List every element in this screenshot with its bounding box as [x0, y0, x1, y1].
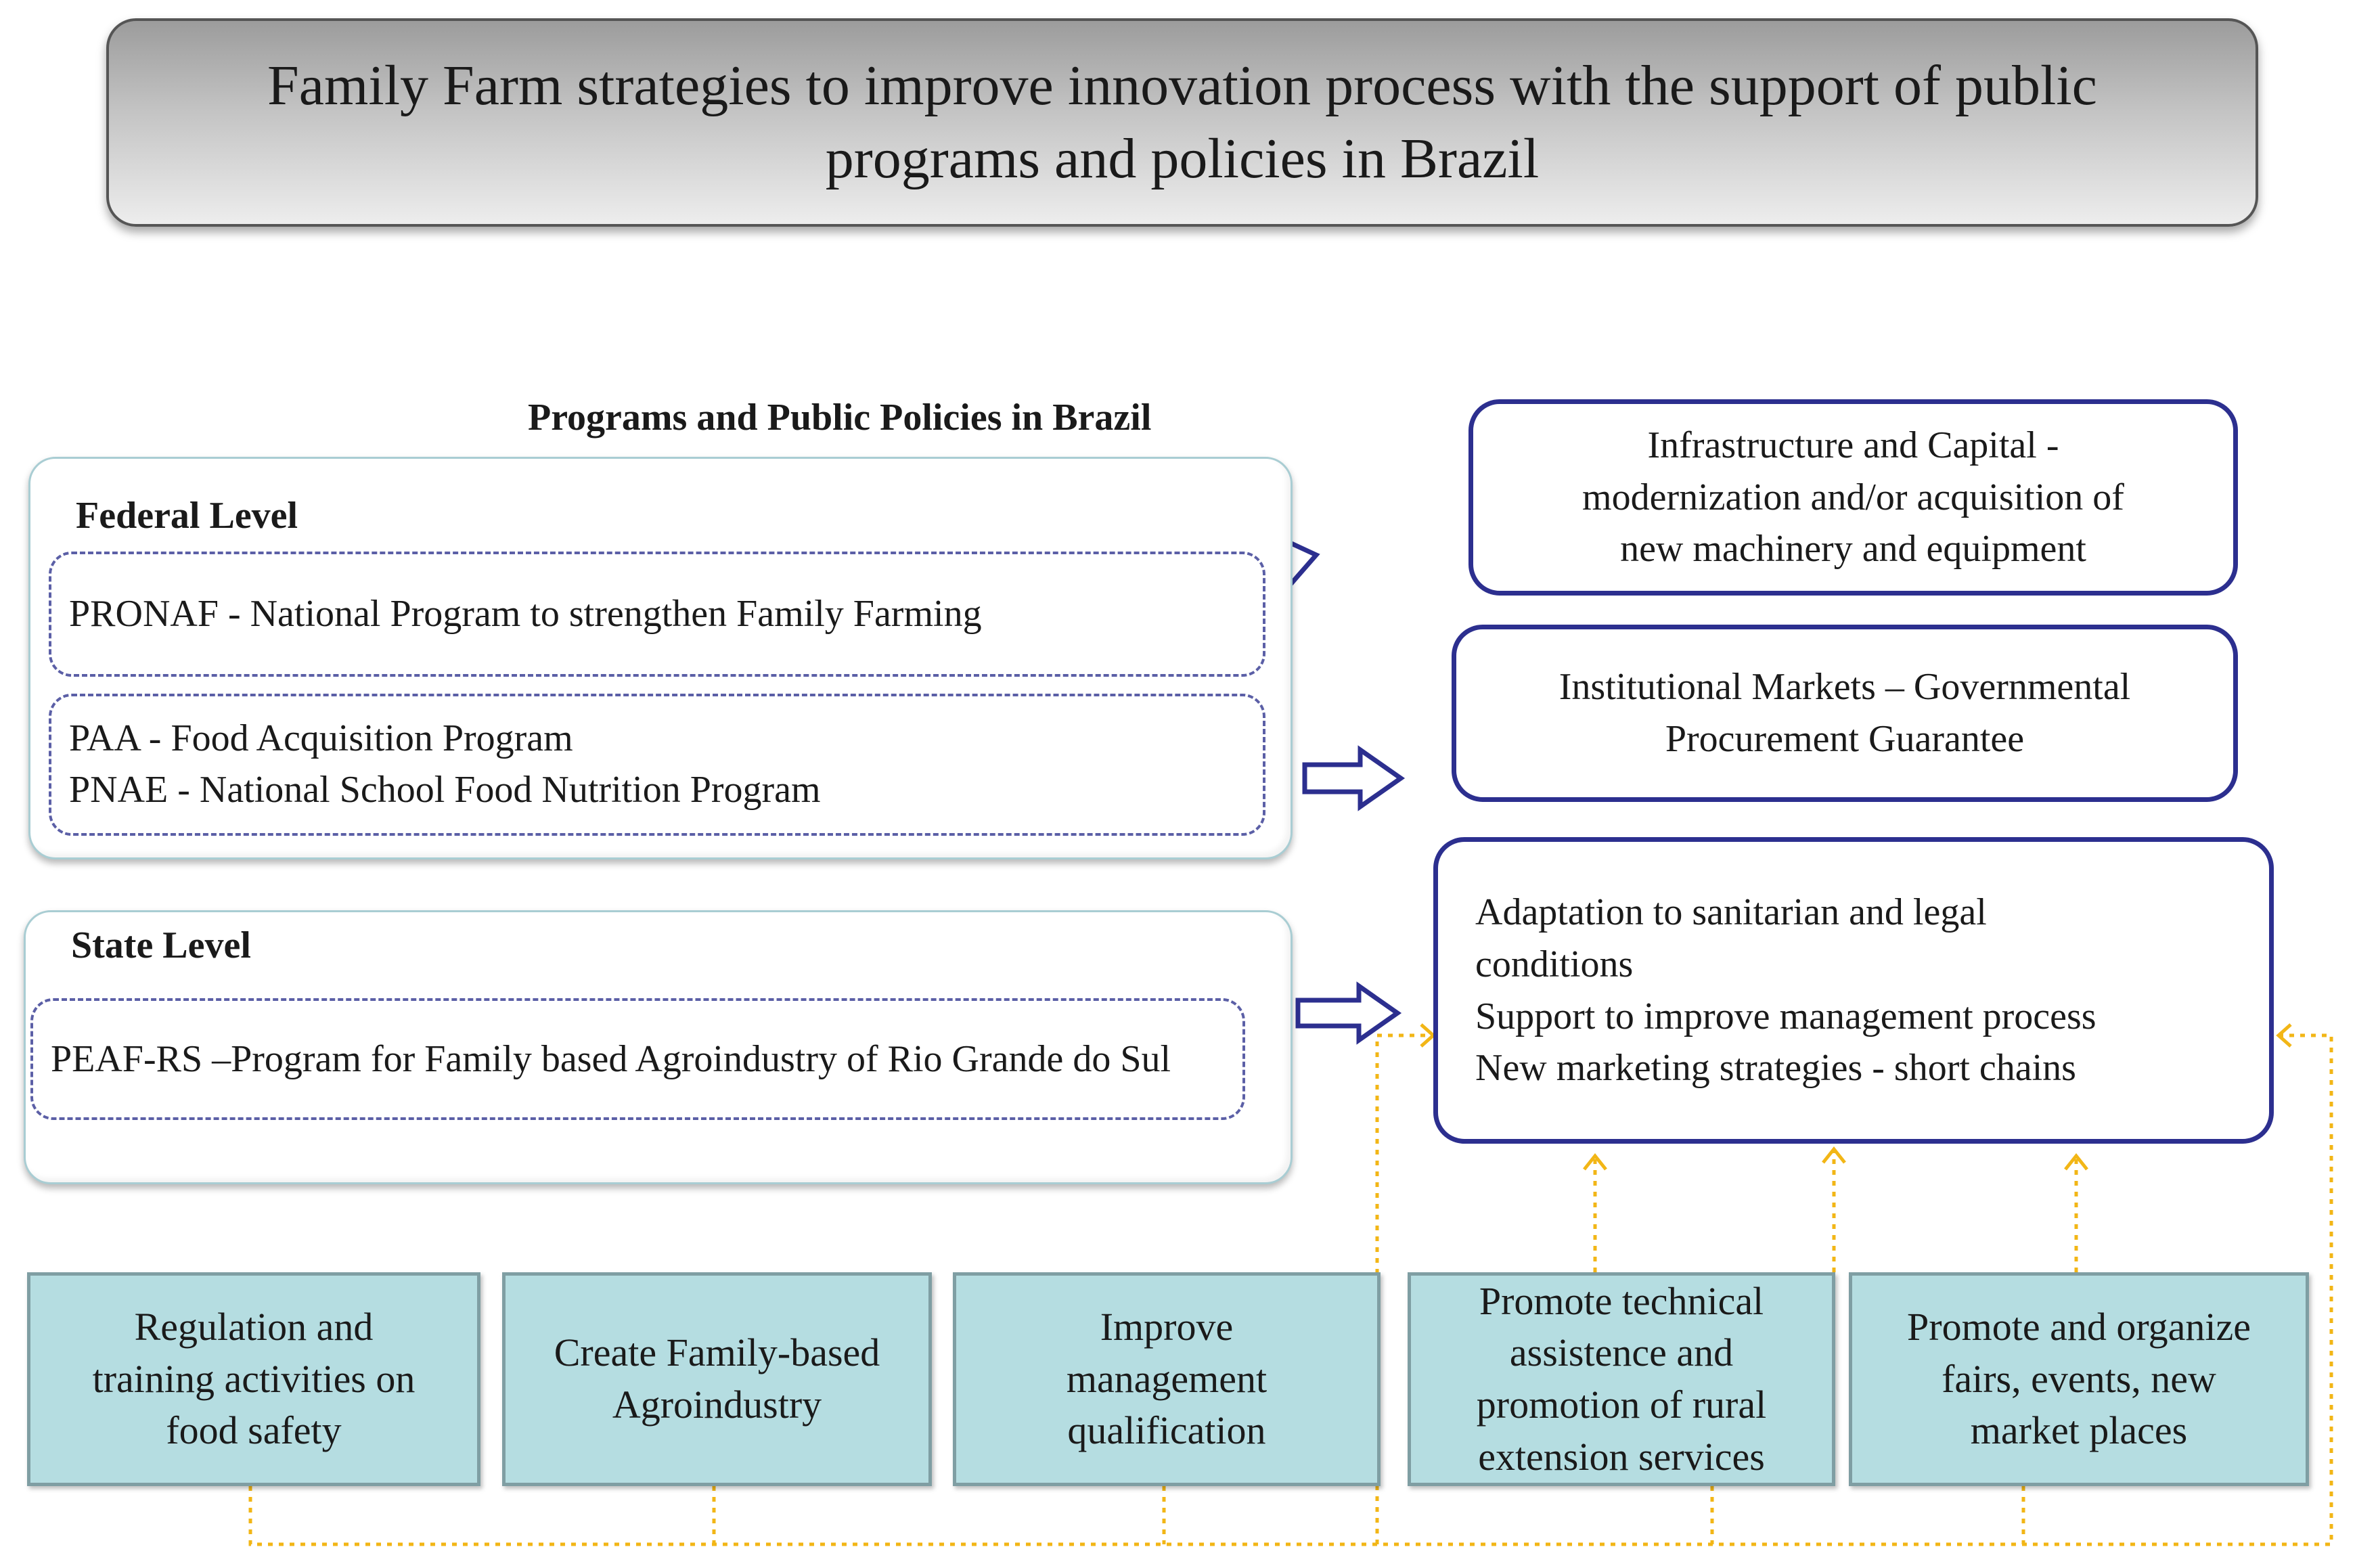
infrastructure-line-1: Infrastructure and Capital - [1647, 424, 2059, 466]
adaptation-line-2: conditions [1475, 943, 1634, 985]
adaptation-line-4: New marketing strategies - short chains [1475, 1047, 2076, 1090]
paa-pnae-box: PAA - Food Acquisition Program PNAE - Na… [49, 694, 1265, 836]
action-fairs-line-3: market places [1970, 1408, 2188, 1453]
pronaf-box: PRONAF - National Program to strengthen … [49, 552, 1265, 677]
federal-level-panel [28, 457, 1293, 859]
action-technical-assistance: Promote technical assistence and promoti… [1408, 1272, 1835, 1486]
state-level-panel [24, 910, 1293, 1184]
action-fairs-events: Promote and organize fairs, events, new … [1849, 1272, 2309, 1486]
action-agroindustry-line-1: Create Family-based [554, 1330, 880, 1375]
feedback-connectors [248, 1033, 2333, 1546]
action-management-qualification: Improve management qualification [953, 1272, 1381, 1486]
pronaf-text: PRONAF - National Program to strengthen … [69, 592, 982, 635]
markets-line-1: Institutional Markets – Governmental [1558, 666, 2131, 709]
federal-level-label: Federal Level [76, 495, 298, 537]
action-fairs-line-2: fairs, events, new [1942, 1356, 2216, 1401]
action-agroindustry-line-2: Agroindustry [612, 1383, 822, 1427]
title-line-2: programs and policies in Brazil [825, 127, 1540, 190]
arrowhead-riser-a [1583, 1152, 1607, 1171]
action-food-safety: Regulation and training activities on fo… [27, 1272, 480, 1486]
action-technical-line-4: extension services [1478, 1434, 1765, 1479]
action-management-line-3: qualification [1067, 1408, 1266, 1453]
bottom-bus-connector [248, 1033, 2333, 1546]
arrow-state-to-adaptation [1295, 981, 1402, 1045]
paa-text: PAA - Food Acquisition Program [69, 717, 573, 760]
outcome-infrastructure: Infrastructure and Capital - modernizati… [1468, 399, 2238, 596]
arrowhead-riser-b [1822, 1146, 1846, 1164]
action-management-line-2: management [1066, 1356, 1268, 1401]
action-food-safety-line-2: training activities on [92, 1356, 416, 1401]
outcome-adaptation: Adaptation to sanitarian and legal condi… [1433, 837, 2274, 1144]
action-family-agroindustry: Create Family-based Agroindustry [502, 1272, 932, 1486]
state-level-label: State Level [71, 924, 251, 966]
adaptation-line-3: Support to improve management process [1475, 995, 2096, 1037]
programs-heading: Programs and Public Policies in Brazil [528, 397, 1152, 439]
markets-line-2: Procurement Guarantee [1665, 718, 2025, 760]
action-fairs-line-1: Promote and organize [1907, 1305, 2251, 1349]
action-technical-line-2: assistence and [1509, 1330, 1734, 1375]
infrastructure-line-2: modernization and/or acquisition of [1582, 476, 2124, 518]
title-line-1: Family Farm strategies to improve innova… [267, 54, 2097, 118]
arrow-federal-to-markets [1302, 745, 1406, 811]
adaptation-line-1: Adaptation to sanitarian and legal [1475, 891, 1987, 934]
left-riser-connector [1375, 1033, 1431, 1544]
action-technical-line-1: Promote technical [1479, 1278, 1764, 1323]
diagram-title: Family Farm strategies to improve innova… [106, 18, 2258, 227]
arrowhead-right [2276, 1023, 2292, 1048]
peaf-rs-box: PEAF-RS –Program for Family based Agroin… [30, 998, 1245, 1120]
infrastructure-line-3: new machinery and equipment [1620, 528, 2086, 570]
action-management-line-1: Improve [1100, 1305, 1234, 1349]
pnae-text: PNAE - National School Food Nutrition Pr… [69, 769, 821, 811]
peaf-rs-text: PEAF-RS –Program for Family based Agroin… [51, 1038, 1171, 1080]
arrowhead-riser-c [2064, 1152, 2088, 1171]
action-food-safety-line-1: Regulation and [134, 1305, 374, 1349]
action-technical-line-3: promotion of rural [1476, 1383, 1767, 1427]
outcome-institutional-markets: Institutional Markets – Governmental Pro… [1452, 625, 2238, 802]
action-food-safety-line-3: food safety [166, 1408, 342, 1453]
